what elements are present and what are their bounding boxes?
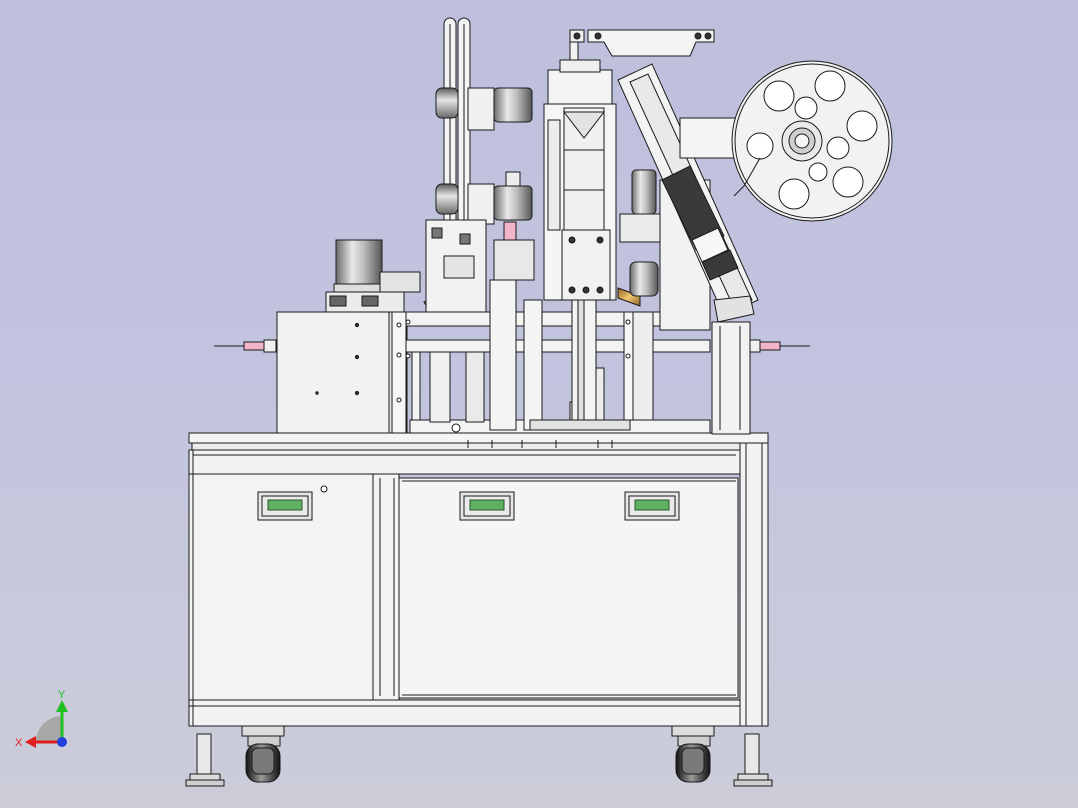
leveling-foot-right [733,733,773,787]
axis-y-label: Y [58,689,66,701]
drawer-handle-right[interactable] [624,491,680,521]
axis-x-label: X [15,737,23,749]
caster-wheel-left [241,725,285,783]
lower-roller [435,171,533,225]
control-box-left [276,311,408,434]
sensor-rod-right [747,339,810,353]
motor-left [325,239,421,313]
upper-roller [435,87,533,131]
machine-cabinet [188,432,769,727]
panel-screw-icon [320,485,328,493]
motor-center [619,169,711,331]
drawer-handle-left[interactable] [257,491,313,521]
reel-support-column [425,219,535,313]
sensor-rod-left [214,339,277,353]
drawer-handle-center[interactable] [459,491,515,521]
axis-triad: Y X [15,689,68,749]
label-supply-reel [679,60,893,222]
top-mount-bracket [569,29,715,57]
vertical-slide-assembly [543,31,617,421]
leveling-foot-left [185,733,225,787]
inclined-label-head [617,63,759,435]
central-frame [405,279,711,448]
caster-wheel-right [671,725,715,783]
